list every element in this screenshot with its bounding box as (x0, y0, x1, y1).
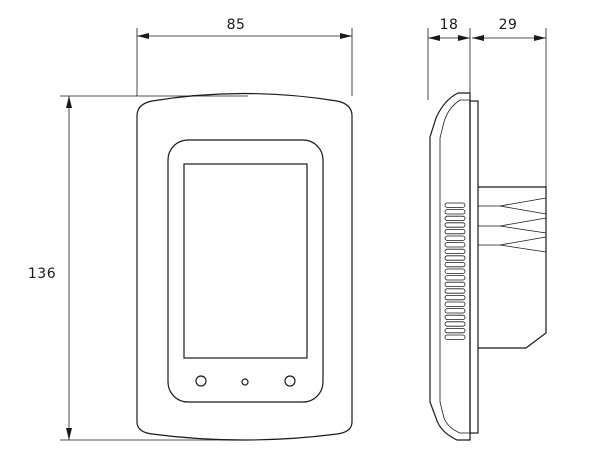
side-body-outline (429, 92, 471, 441)
vent-slot (444, 334, 466, 340)
vent-slot (444, 327, 466, 334)
vent-slot (444, 294, 466, 301)
vent-slot (444, 248, 466, 254)
vent-slot (444, 314, 466, 321)
vent-slot (444, 261, 466, 268)
vent-slot (444, 321, 466, 327)
vent-slot (444, 228, 466, 235)
front-housing-outline (136, 92, 353, 441)
dimension-label-width: 85 (227, 17, 246, 33)
vent-slot (444, 275, 466, 281)
vent-slot (444, 268, 466, 274)
dimension-label-depth-back: 29 (499, 17, 518, 33)
back-plate (469, 100, 479, 434)
front-view (136, 92, 353, 441)
vent-slot (444, 215, 466, 221)
terminal-fin-2 (478, 217, 547, 234)
dimension-label-height: 136 (28, 266, 56, 282)
side-body-inner-edge (439, 99, 470, 434)
dimension-width: 85 (136, 17, 353, 96)
dimension-depth-back: 29 (472, 17, 547, 187)
dimension-label-depth-body: 18 (440, 17, 459, 33)
vent-slot (444, 308, 466, 314)
vent-slot (444, 235, 466, 241)
terminal-fin-1 (478, 197, 547, 215)
dimension-height: 136 (28, 95, 248, 441)
center-button (241, 378, 249, 386)
vent-slot (444, 288, 466, 294)
left-button (195, 375, 207, 387)
vent-slot (444, 242, 466, 248)
side-view (429, 92, 547, 441)
vent-slot (444, 222, 466, 228)
display-screen (183, 163, 308, 359)
terminal-fin-3 (478, 236, 547, 253)
vent-slot (444, 281, 466, 288)
dimension-depth-body: 18 (427, 17, 471, 100)
vent-slots (444, 202, 466, 340)
rear-housing (478, 186, 547, 349)
vent-slot (444, 202, 466, 208)
vent-slot (444, 255, 466, 261)
vent-slot (444, 301, 466, 307)
vent-slot (444, 209, 466, 215)
right-button (284, 375, 296, 387)
front-bezel (167, 139, 324, 403)
